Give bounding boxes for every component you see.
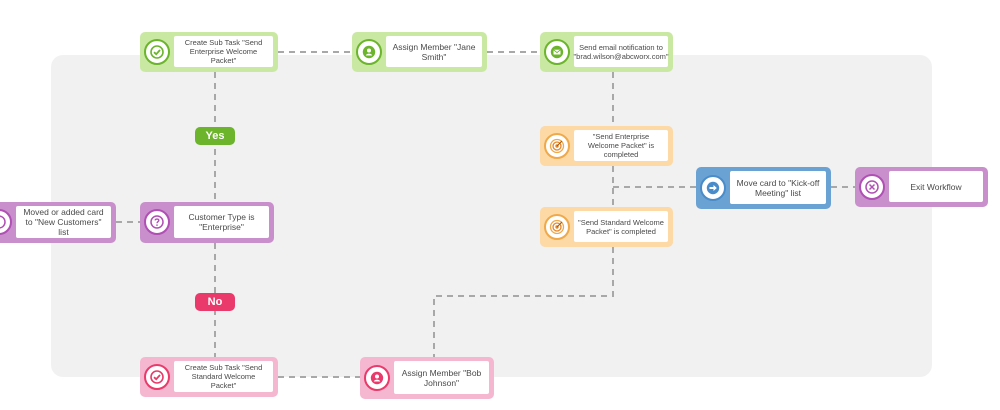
enterprise-completed-node[interactable]: "Send Enterprise Welcome Packet" is comp… [540, 126, 673, 166]
standard-completed-label: "Send Standard Welcome Packet" is comple… [574, 211, 668, 242]
enterprise-completed-label: "Send Enterprise Welcome Packet" is comp… [574, 130, 668, 161]
send-email-label: Send email notification to "brad.wilson@… [573, 36, 669, 67]
connector-standard-done-to-bob [433, 247, 614, 357]
move-card-node[interactable]: Move card to "Kick-off Meeting" list [696, 167, 831, 209]
send-email-node[interactable]: Send email notification to "brad.wilson@… [540, 32, 673, 72]
move-card-label: Move card to "Kick-off Meeting" list [730, 171, 826, 204]
yes-branch-label: Yes [195, 127, 235, 145]
no-branch-label: No [195, 293, 235, 311]
trigger-node[interactable]: Moved or added card to "New Customers" l… [0, 202, 116, 243]
create-standard-node[interactable]: Create Sub Task "Send Standard Welcome P… [140, 357, 278, 397]
question-icon [144, 209, 170, 235]
check-circle-icon [144, 364, 170, 390]
close-icon [859, 174, 885, 200]
create-enterprise-node[interactable]: Create Sub Task "Send Enterprise Welcome… [140, 32, 278, 72]
create-standard-label: Create Sub Task "Send Standard Welcome P… [174, 361, 273, 392]
standard-completed-node[interactable]: "Send Standard Welcome Packet" is comple… [540, 207, 673, 247]
trigger-label: Moved or added card to "New Customers" l… [16, 206, 111, 238]
exit-workflow-node[interactable]: Exit Workflow [855, 167, 988, 207]
target-icon [544, 214, 570, 240]
arrow-right-icon [700, 175, 726, 201]
exit-workflow-label: Exit Workflow [889, 171, 983, 202]
user-icon [364, 365, 390, 391]
envelope-icon [544, 39, 570, 65]
assign-bob-node[interactable]: Assign Member "Bob Johnson" [360, 357, 494, 399]
trigger-icon [0, 209, 12, 235]
assign-bob-label: Assign Member "Bob Johnson" [394, 361, 489, 394]
assign-jane-node[interactable]: Assign Member "Jane Smith" [352, 32, 487, 72]
target-icon [544, 133, 570, 159]
customer-type-node[interactable]: Customer Type is "Enterprise" [140, 202, 274, 243]
create-enterprise-label: Create Sub Task "Send Enterprise Welcome… [174, 36, 273, 67]
check-circle-icon [144, 39, 170, 65]
assign-jane-label: Assign Member "Jane Smith" [386, 36, 482, 67]
user-icon [356, 39, 382, 65]
customer-type-label: Customer Type is "Enterprise" [174, 206, 269, 238]
